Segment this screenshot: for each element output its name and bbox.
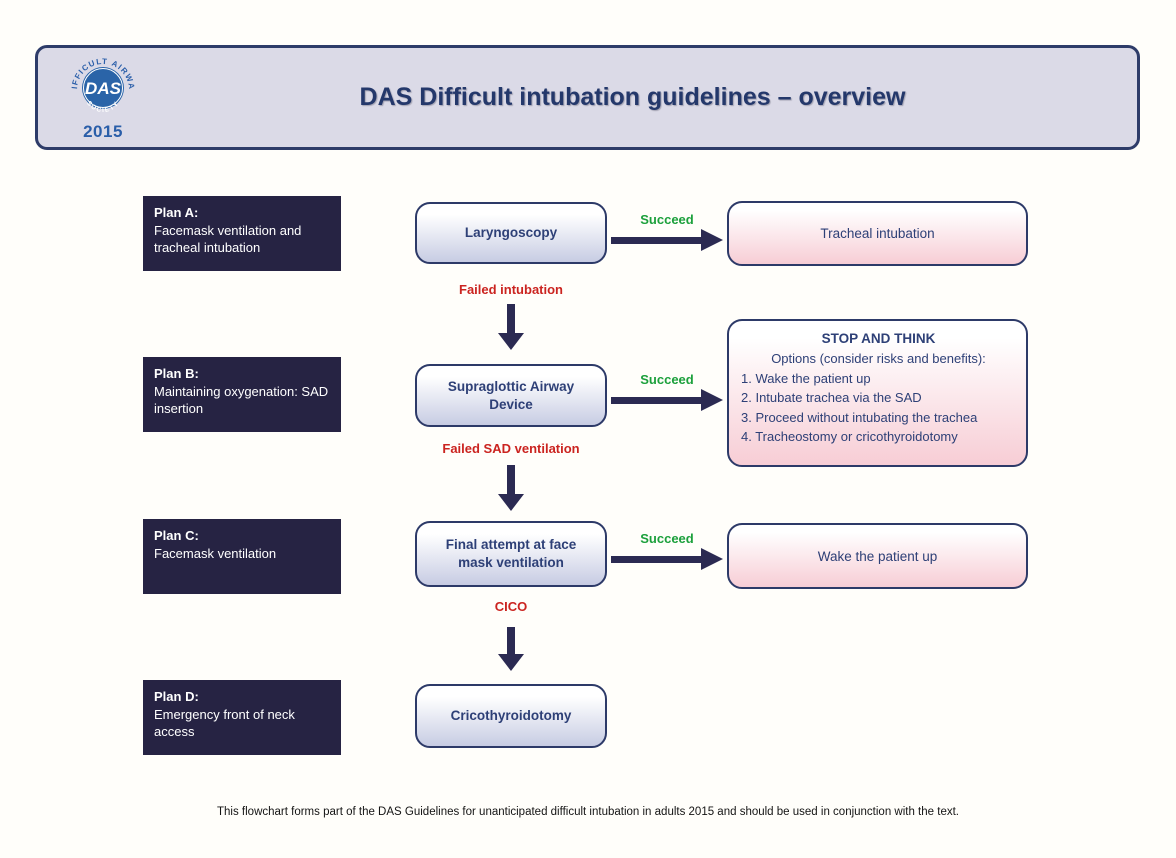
right-arrow-icon	[611, 389, 723, 411]
plan-a-label: Plan A:	[154, 205, 199, 220]
plan-b-description: Maintaining oxygenation: SAD insertion	[154, 383, 329, 417]
plan-b-label: Plan B:	[154, 366, 199, 381]
succeed-label-b: Succeed	[640, 372, 694, 387]
succeed-label-c: Succeed	[640, 531, 694, 546]
fail-label-cico: CICO	[494, 599, 528, 614]
stop-option-4: 4. Tracheostomy or cricothyroidotomy	[741, 429, 958, 445]
header-banner: DIFFICULT AIRWAY SOCIETY DAS 2015 DAS Di…	[35, 45, 1140, 150]
outcome-tracheal-intubation-box: Tracheal intubation	[727, 201, 1028, 266]
logo-year: 2015	[83, 122, 123, 141]
logo-center-text: DAS	[85, 79, 122, 98]
stop-and-think-options: 1. Wake the patient up 2. Intubate trach…	[741, 369, 1016, 447]
plan-d-description: Emergency front of neck access	[154, 706, 295, 740]
plan-c-box: Plan C: Facemask ventilation	[143, 519, 341, 594]
outcome-tracheal-intubation-label: Tracheal intubation	[820, 226, 935, 241]
down-arrow-icon	[497, 627, 525, 671]
step-supraglottic-airway-device-box: Supraglottic Airway Device	[415, 364, 607, 427]
succeed-label-a: Succeed	[640, 212, 694, 227]
plan-b-box: Plan B: Maintaining oxygenation: SAD ins…	[143, 357, 341, 432]
succeed-arrow-plan-a: Succeed	[611, 212, 723, 251]
step-supraglottic-airway-device-label: Supraglottic Airway Device	[447, 378, 575, 412]
plan-a-box: Plan A: Facemask ventilation and trachea…	[143, 196, 341, 271]
das-society-badge-icon: DIFFICULT AIRWAY SOCIETY DAS	[67, 47, 135, 114]
succeed-arrow-plan-c: Succeed	[611, 531, 723, 570]
plan-d-box: Plan D: Emergency front of neck access	[143, 680, 341, 755]
plan-a-description: Facemask ventilation and tracheal intuba…	[154, 222, 302, 256]
stop-option-2: 2. Intubate trachea via the SAD	[741, 390, 922, 406]
stop-option-1: 1. Wake the patient up	[741, 370, 871, 386]
step-laryngoscopy-label: Laryngoscopy	[464, 225, 558, 241]
footer-note: This flowchart forms part of the DAS Gui…	[217, 806, 959, 818]
fail-label-failed-intubation: Failed intubation	[459, 282, 563, 297]
page-title: DAS Difficult intubation guidelines – ov…	[359, 83, 906, 111]
outcome-wake-patient-box: Wake the patient up	[727, 523, 1028, 589]
das-logo: DIFFICULT AIRWAY SOCIETY DAS 2015	[58, 47, 148, 142]
plan-c-description: Facemask ventilation	[154, 545, 277, 561]
fail-label-failed-sad-ventilation: Failed SAD ventilation	[442, 441, 580, 456]
outcome-stop-and-think-box: STOP AND THINK Options (consider risks a…	[727, 319, 1028, 467]
plan-d-label: Plan D:	[154, 689, 199, 704]
step-final-facemask-attempt-label: Final attempt at face mask ventilation	[445, 537, 577, 570]
right-arrow-icon	[611, 548, 723, 570]
stop-and-think-subtitle: Options (consider risks and benefits):	[771, 351, 986, 367]
step-laryngoscopy-box: Laryngoscopy	[415, 202, 607, 264]
outcome-wake-patient-label: Wake the patient up	[817, 548, 938, 564]
step-final-facemask-attempt-box: Final attempt at face mask ventilation	[415, 521, 607, 587]
right-arrow-icon	[611, 229, 723, 251]
down-arrow-icon	[497, 465, 525, 511]
step-cricothyroidotomy-label: Cricothyroidotomy	[450, 708, 572, 724]
stop-option-3: 3. Proceed without intubating the trache…	[741, 409, 978, 425]
succeed-arrow-plan-b: Succeed	[611, 372, 723, 411]
down-arrow-icon	[497, 304, 525, 350]
plan-c-label: Plan C:	[154, 528, 199, 543]
step-cricothyroidotomy-box: Cricothyroidotomy	[415, 684, 607, 748]
stop-and-think-title: STOP AND THINK	[821, 331, 936, 346]
